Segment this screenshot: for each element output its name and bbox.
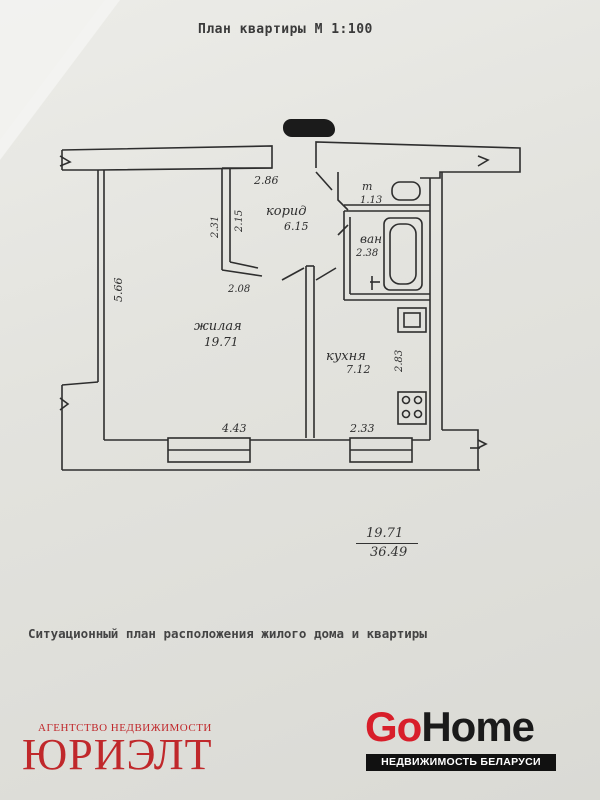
agency-logo-text: ЮРИЭЛТ: [22, 730, 213, 779]
room-kitchen-area: 7.12: [346, 363, 371, 376]
gohome-logo-go: Go: [365, 703, 422, 750]
dimension-208: 2.08: [227, 284, 250, 295]
dimension-443: 4.43: [221, 422, 247, 435]
room-toilet-area: 1.13: [360, 195, 382, 206]
gohome-subtitle: НЕДВИЖИМОСТЬ БЕЛАРУСИ: [366, 754, 556, 771]
dimension-215: 2.15: [234, 210, 245, 233]
room-toilet-name: т: [362, 180, 372, 193]
room-corridor-area: 6.15: [284, 220, 309, 233]
total-living-area: 19.71: [366, 526, 404, 541]
room-kitchen-name: кухня: [326, 349, 366, 364]
dimension-283: 2.83: [394, 350, 405, 373]
room-corridor-name: корид: [266, 204, 307, 219]
room-bath-name: ван: [360, 232, 382, 246]
redaction-blot: [283, 119, 335, 137]
dimension-286: 2.86: [253, 174, 279, 187]
room-bath-area: 2.38: [355, 248, 378, 259]
area-fraction-line: [356, 543, 418, 544]
gohome-logo-home: Home: [421, 703, 535, 750]
gohome-logo: GoHome: [365, 703, 535, 750]
dimension-233: 2.33: [349, 422, 375, 435]
total-area: 36.49: [370, 545, 408, 560]
agency-tagline: АГЕНТСТВО НЕДВИЖИМОСТИ: [38, 722, 212, 734]
room-living-name: жилая: [194, 319, 242, 334]
dimension-231: 2.31: [210, 216, 221, 239]
situational-plan-caption: Ситуационный план расположения жилого до…: [28, 626, 427, 641]
dimension-566: 5.66: [112, 278, 125, 303]
room-living-area: 19.71: [204, 335, 238, 349]
page-fold: [0, 0, 120, 160]
plan-title: План квартиры М 1:100: [198, 22, 373, 37]
